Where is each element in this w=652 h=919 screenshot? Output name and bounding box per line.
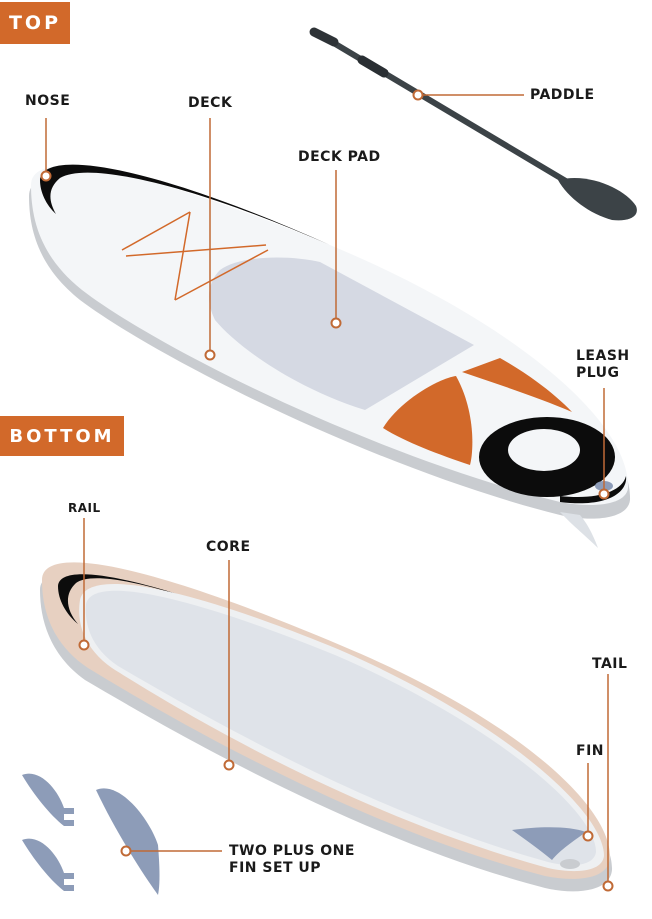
label-fin: FIN [576, 743, 604, 759]
top-board [29, 164, 631, 548]
label-nose: NOSE [25, 93, 71, 109]
label-fin-setup: TWO PLUS ONE FIN SET UP [229, 843, 355, 877]
label-core: CORE [206, 539, 251, 555]
loose-fins [22, 773, 160, 895]
bottom-board [40, 562, 613, 892]
top-banner: TOP [0, 2, 70, 44]
label-deck-pad: DECK PAD [298, 149, 381, 165]
label-deck: DECK [188, 95, 233, 111]
label-rail: RAIL [68, 501, 101, 515]
leader-dots [40, 89, 614, 892]
label-paddle: PADDLE [530, 87, 595, 103]
label-leash-plug: LEASH PLUG [576, 348, 630, 382]
bottom-banner: BOTTOM [0, 416, 124, 456]
paddle-illustration [309, 27, 637, 221]
label-leash-plug-line-1: LEASH [576, 348, 630, 364]
label-tail: TAIL [592, 656, 628, 672]
label-fin-setup-line-1: TWO PLUS ONE [229, 843, 355, 859]
label-fin-setup-line-2: FIN SET UP [229, 860, 322, 876]
deck-pad-shape [208, 257, 474, 410]
leader-lines [45, 94, 609, 886]
deck-straps [121, 211, 269, 301]
label-leash-plug-line-2: PLUG [576, 365, 620, 381]
